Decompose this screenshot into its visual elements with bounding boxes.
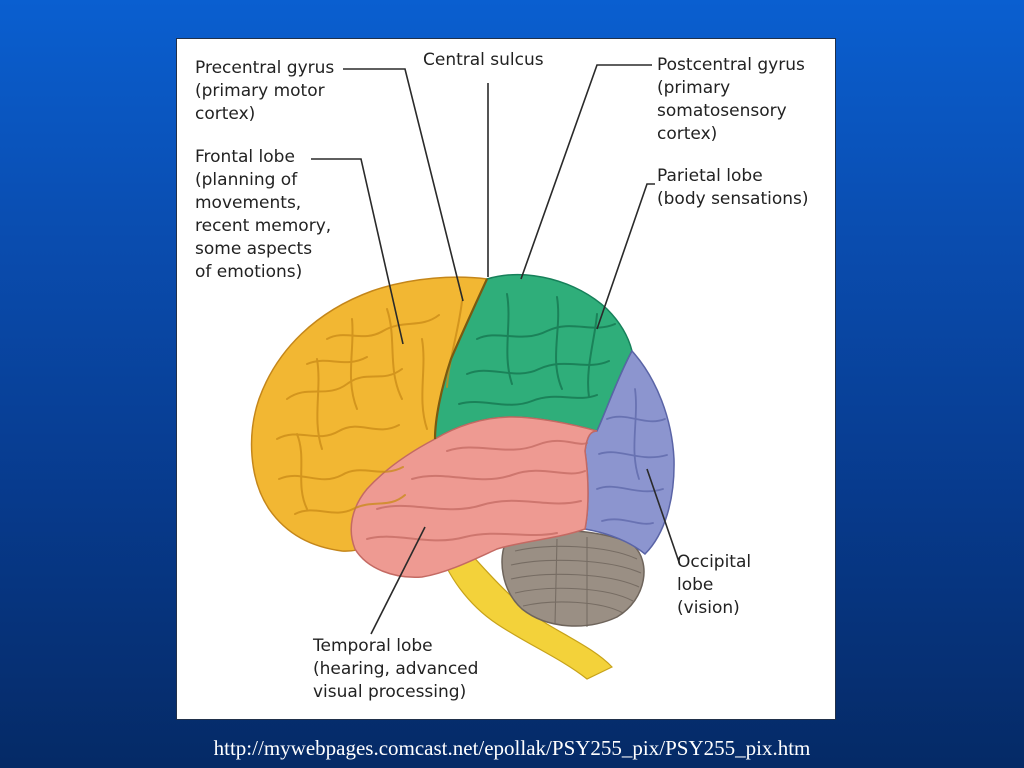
precentral-desc-2: cortex) <box>195 104 256 124</box>
label-parietal-lobe: Parietal lobe (body sensations) <box>657 165 809 211</box>
label-postcentral-gyrus: Postcentral gyrus (primary somatosensory… <box>657 54 805 146</box>
central-title: Central sulcus <box>423 50 544 70</box>
postcentral-desc-2: somatosensory <box>657 101 787 121</box>
frontal-gyri <box>276 300 463 515</box>
frontal-desc-1: (planning of <box>195 170 298 190</box>
label-occipital-lobe: Occipital lobe (vision) <box>677 551 751 620</box>
occipital-desc-1: lobe <box>677 575 714 595</box>
precentral-desc-1: (primary motor <box>195 81 325 101</box>
cerebellum <box>501 529 645 627</box>
brain-illustration <box>250 64 681 680</box>
frontal-desc-4: some aspects <box>195 239 313 259</box>
temporal-desc-1: (hearing, advanced <box>313 659 479 679</box>
postcentral-desc-3: cortex) <box>657 124 718 144</box>
label-central-sulcus: Central sulcus <box>423 49 544 72</box>
occipital-gyri <box>596 388 668 525</box>
brainstem <box>438 536 613 680</box>
leader-postcentral <box>520 64 652 280</box>
occipital-desc-2: (vision) <box>677 598 740 618</box>
frontal-desc-3: recent memory, <box>195 216 332 236</box>
figure-panel: Precentral gyrus (primary motor cortex) … <box>176 38 836 720</box>
leader-frontal <box>311 158 404 345</box>
temporal-desc-2: visual processing) <box>313 682 467 702</box>
postcentral-desc-1: (primary <box>657 78 731 98</box>
parietal-gyri <box>458 293 616 406</box>
central-sulcus-groove <box>433 278 488 440</box>
frontal-desc-5: of emotions) <box>195 262 303 282</box>
leader-parietal <box>596 183 655 330</box>
frontal-desc-2: movements, <box>195 193 302 213</box>
parietal-desc-1: (body sensations) <box>657 189 809 209</box>
frontal-title: Frontal lobe <box>195 147 295 167</box>
temporal-title: Temporal lobe <box>313 636 433 656</box>
leader-precentral <box>343 68 464 302</box>
temporal-lobe <box>350 416 598 578</box>
label-temporal-lobe: Temporal lobe (hearing, advanced visual … <box>313 635 478 704</box>
occipital-title: Occipital <box>677 552 752 572</box>
temporal-gyri <box>366 440 588 542</box>
leader-temporal <box>370 526 426 635</box>
postcentral-title: Postcentral gyrus <box>657 55 805 75</box>
precentral-title: Precentral gyrus <box>195 58 335 78</box>
leader-lines <box>311 64 681 635</box>
label-frontal-lobe: Frontal lobe (planning of movements, rec… <box>195 146 331 284</box>
leader-occipital <box>646 468 681 566</box>
label-precentral-gyrus: Precentral gyrus (primary motor cortex) <box>195 57 334 126</box>
source-url: http://mywebpages.comcast.net/epollak/PS… <box>213 736 811 760</box>
parietal-title: Parietal lobe <box>657 166 763 186</box>
